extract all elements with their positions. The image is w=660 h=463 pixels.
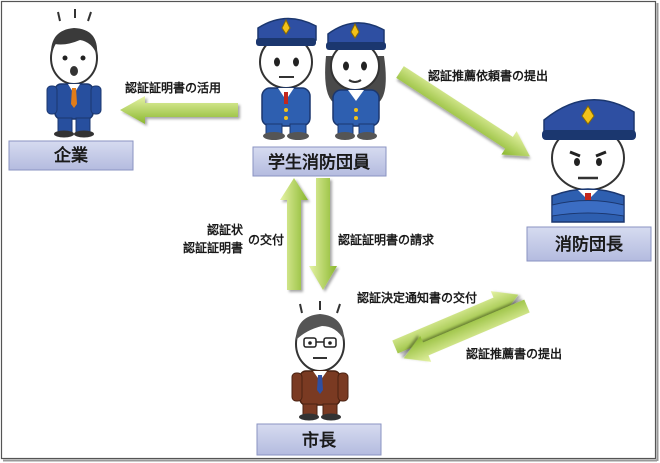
label-use-certificate: 認証証明書の活用 — [125, 80, 221, 95]
arrow-students-to-mayor — [309, 178, 337, 290]
arrow-students-to-chief — [396, 66, 530, 157]
node-mayor-label: 市長 — [302, 430, 337, 451]
node-mayor: 市長 — [256, 423, 382, 456]
label-issue-suffix: の交付 — [248, 232, 284, 247]
node-chief-label: 消防団長 — [555, 234, 624, 255]
node-chief: 消防団長 — [526, 226, 652, 262]
mayor-figure — [291, 301, 349, 421]
node-students-label: 学生消防団員 — [268, 152, 370, 173]
company-employee-figure — [46, 9, 102, 138]
student-firefighter-male-figure — [256, 17, 317, 140]
student-firefighter-female-figure — [325, 22, 386, 140]
label-issue-line2: 認証証明書 — [183, 240, 243, 255]
node-company-label: 企業 — [53, 145, 88, 166]
node-students: 学生消防団員 — [252, 146, 387, 177]
node-company: 企業 — [8, 140, 134, 171]
label-issue-line1: 認証状 — [207, 222, 244, 237]
label-decision-notice: 認証決定通知書の交付 — [357, 290, 477, 305]
label-request-recommendation: 認証推薦依頼書の提出 — [428, 68, 548, 83]
label-submit-recommendation: 認証推薦書の提出 — [466, 346, 562, 361]
arrow-mayor-to-students — [280, 178, 308, 290]
fire-chief-figure — [542, 99, 636, 223]
label-request-certificate: 認証証明書の請求 — [338, 232, 435, 247]
arrow-chief-to-mayor — [403, 299, 530, 362]
arrow-students-to-company — [120, 96, 238, 124]
arrow-mayor-to-chief — [392, 291, 519, 354]
